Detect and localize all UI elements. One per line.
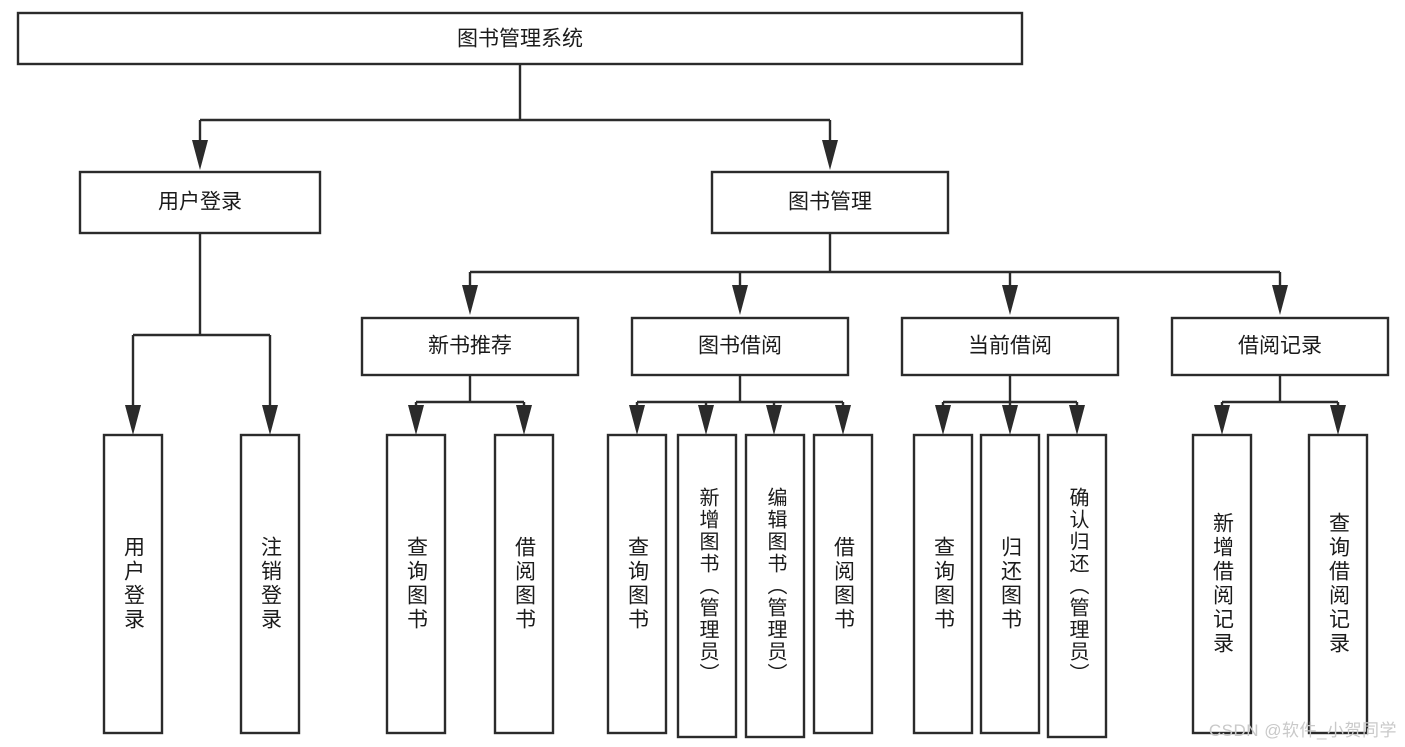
arrow-book-mgmt-to-borrow-record <box>1272 285 1288 315</box>
leaf-new-book-1-box[interactable] <box>385 433 447 735</box>
leaf-user-login-2-box[interactable] <box>239 433 301 735</box>
node-user-login-label: 用户登录 <box>158 191 242 214</box>
node-current-borrow-box[interactable] <box>900 316 1120 377</box>
node-borrow-record-box[interactable] <box>1170 316 1390 377</box>
connector-layer <box>125 64 1346 435</box>
node-current-borrow-label: 当前借阅 <box>968 335 1052 358</box>
leaf-book-borrow-2-box[interactable] <box>676 433 738 739</box>
csdn-watermark: CSDN @软件_小贺同学 <box>1208 721 1397 740</box>
arrow-user-login-leaf-1 <box>125 405 141 435</box>
leaf-book-borrow-3-box[interactable] <box>744 433 806 739</box>
arrow-current-borrow-leaf-2 <box>1002 405 1018 435</box>
arrow-current-borrow-leaf-3 <box>1069 405 1085 435</box>
node-book-mgmt-label: 图书管理 <box>788 191 872 214</box>
leaf-book-borrow-1-box[interactable] <box>606 433 668 735</box>
arrow-borrow-record-leaf-2 <box>1330 405 1346 435</box>
arrow-user-login-leaf-2 <box>262 405 278 435</box>
node-book-borrow-label: 图书借阅 <box>698 335 782 358</box>
node-book-borrow-box[interactable] <box>630 316 850 377</box>
leaf-current-borrow-2-box[interactable] <box>979 433 1041 735</box>
leaf-current-borrow-3-box[interactable] <box>1046 433 1108 739</box>
arrow-book-mgmt-to-new-book <box>462 285 478 315</box>
leaf-borrow-record-2-box[interactable] <box>1307 433 1369 735</box>
node-borrow-record-label: 借阅记录 <box>1238 335 1322 358</box>
arrow-book-borrow-leaf-3 <box>766 405 782 435</box>
arrow-root-to-user-login <box>192 140 208 170</box>
arrow-book-mgmt-to-book-borrow <box>732 285 748 315</box>
leaf-book-borrow-4-box[interactable] <box>812 433 874 735</box>
node-book-mgmt-box[interactable] <box>710 170 950 235</box>
node-root-label: 图书管理系统 <box>457 28 583 51</box>
arrow-borrow-record-leaf-1 <box>1214 405 1230 435</box>
arrow-book-mgmt-to-current-borrow <box>1002 285 1018 315</box>
arrow-book-borrow-leaf-1 <box>629 405 645 435</box>
node-new-book-label: 新书推荐 <box>428 335 512 358</box>
leaf-current-borrow-1-box[interactable] <box>912 433 974 735</box>
node-layer: 图书管理系统 用户登录 图书管理 新书推荐 图书借阅 当前借阅 借阅记录 <box>16 11 1390 739</box>
node-user-login-box[interactable] <box>78 170 322 235</box>
arrow-book-borrow-leaf-4 <box>835 405 851 435</box>
node-new-book-box[interactable] <box>360 316 580 377</box>
arrow-current-borrow-leaf-1 <box>935 405 951 435</box>
leaf-borrow-record-1-box[interactable] <box>1191 433 1253 735</box>
node-root-box[interactable] <box>16 11 1024 66</box>
arrow-root-to-book-mgmt <box>822 140 838 170</box>
arrow-new-book-leaf-2 <box>516 405 532 435</box>
arrow-new-book-leaf-1 <box>408 405 424 435</box>
leaf-user-login-1-box[interactable] <box>102 433 164 735</box>
arrow-book-borrow-leaf-2 <box>698 405 714 435</box>
leaf-new-book-2-box[interactable] <box>493 433 555 735</box>
